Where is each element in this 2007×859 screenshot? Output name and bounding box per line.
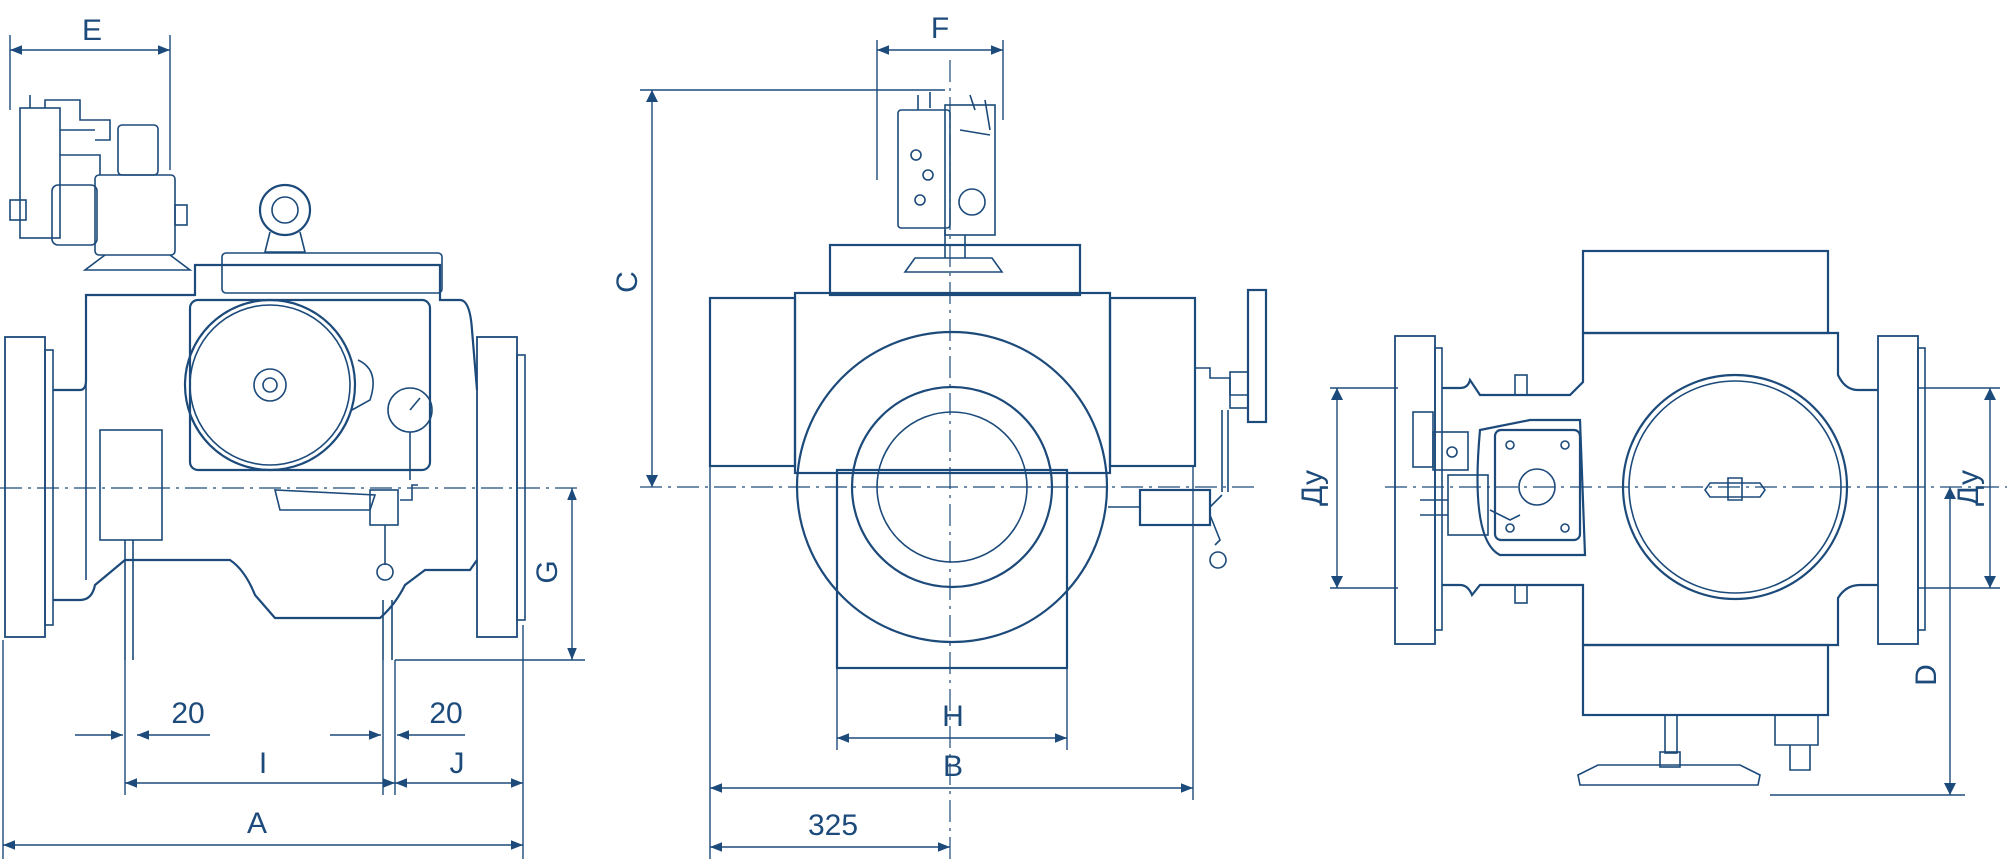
label-I: I [259,747,267,780]
front-upper-body [793,291,1112,475]
top-stand-base [1577,764,1761,786]
top-bracket [1774,715,1819,771]
pilot-fitting [9,199,27,221]
right-flange [476,336,518,638]
top-flange-plate [1493,428,1582,542]
top-bolt-1 [1505,440,1515,450]
label-H: H [942,700,964,733]
label-D: D [1910,664,1943,686]
left-flange [4,336,46,638]
top-stand-post [1664,714,1678,754]
valve-body [53,263,479,620]
pilot-gauge [51,184,98,246]
front-left-flange [708,296,797,468]
top-left-flange [1394,335,1436,645]
pilot-spring-housing [117,124,159,176]
label-G: G [531,560,564,583]
top-indicator [1704,482,1766,498]
gauge-needle [409,397,421,411]
label-J: J [450,747,465,780]
label-325: 325 [808,809,858,842]
pilot-tubing [29,95,111,175]
label-Du-left: Ду [1296,470,1329,506]
top-body [1442,331,1878,647]
front-handwheel [1246,288,1268,424]
top-lower-stem [1514,584,1528,604]
front-pilot-body [897,109,951,229]
front-handwheel-hub [1229,371,1249,409]
top-upper-stem [1514,374,1528,396]
top-stand-foot [1659,751,1681,768]
lifting-eye-base [263,231,307,253]
handle-knob [376,563,394,581]
handwheel-center [262,377,278,393]
top-tubing [1420,499,1521,521]
front-right-flange [1108,296,1197,468]
top-right-flange [1877,335,1919,645]
label-E: E [82,14,102,47]
lifting-eye [258,183,312,237]
top-right-flange-face [1917,347,1926,631]
front-pilot-dial [958,188,986,216]
top-bolt-4 [1560,523,1570,533]
top-gearbox [1476,418,1587,557]
lifting-eye-hole [271,196,299,224]
front-view: F C H B 325 [611,12,1268,859]
label-C: C [611,271,644,293]
label-B: B [943,750,963,783]
front-pilot-spring [944,104,996,236]
pilot-fitting-right [174,204,188,226]
label-20-right: 20 [429,697,462,730]
front-lower-body [835,468,1069,670]
front-pilot-neck [944,230,966,258]
small-valve-handle [369,489,399,526]
front-handwheel-stem [1221,410,1229,492]
pilot-block [94,174,176,256]
label-Du-right: Ду [1952,470,1985,506]
side-lever-box [99,429,163,541]
top-upper-cap [1581,249,1830,335]
handwheel-hub [253,368,287,402]
side-view: E G 20 20 I J A [0,14,585,859]
label-F: F [931,12,949,45]
front-lever-knob [1209,551,1227,569]
handwheel-rim [189,304,351,466]
front-pilot-port-1 [910,149,922,161]
front-pilot-port-2 [922,169,934,181]
top-solenoid-port [1446,446,1458,458]
top-lower-cap [1581,643,1830,717]
front-side-actuator-link [1108,494,1223,546]
label-20-left: 20 [171,697,204,730]
top-view: Ду Ду D [1296,249,2007,796]
front-pilot-base [903,257,1004,273]
top-cover [221,252,443,294]
gear-cover [351,359,374,411]
gauge-tube [400,484,418,501]
top-solenoid-coil [1432,431,1469,471]
handwheel-disc [183,298,357,472]
front-handwheel-shaft [1195,367,1248,396]
top-left-flange-face [1434,347,1443,631]
pilot-mount [82,254,193,271]
front-pilot-fittings [917,92,991,136]
top-bolt-2 [1560,440,1570,450]
right-support [382,600,393,660]
top-solenoid-valve [1447,474,1489,536]
front-side-actuator [1138,488,1212,527]
front-top-cover [828,243,1082,297]
label-A: A [247,807,267,840]
top-bolt-3 [1505,523,1515,533]
lever-rod [124,540,134,660]
small-valve [273,489,377,511]
actuator-housing [188,298,432,472]
top-indicator-hub [1727,477,1743,501]
pilot-body [19,107,61,239]
front-pilot-port-3 [914,194,926,206]
